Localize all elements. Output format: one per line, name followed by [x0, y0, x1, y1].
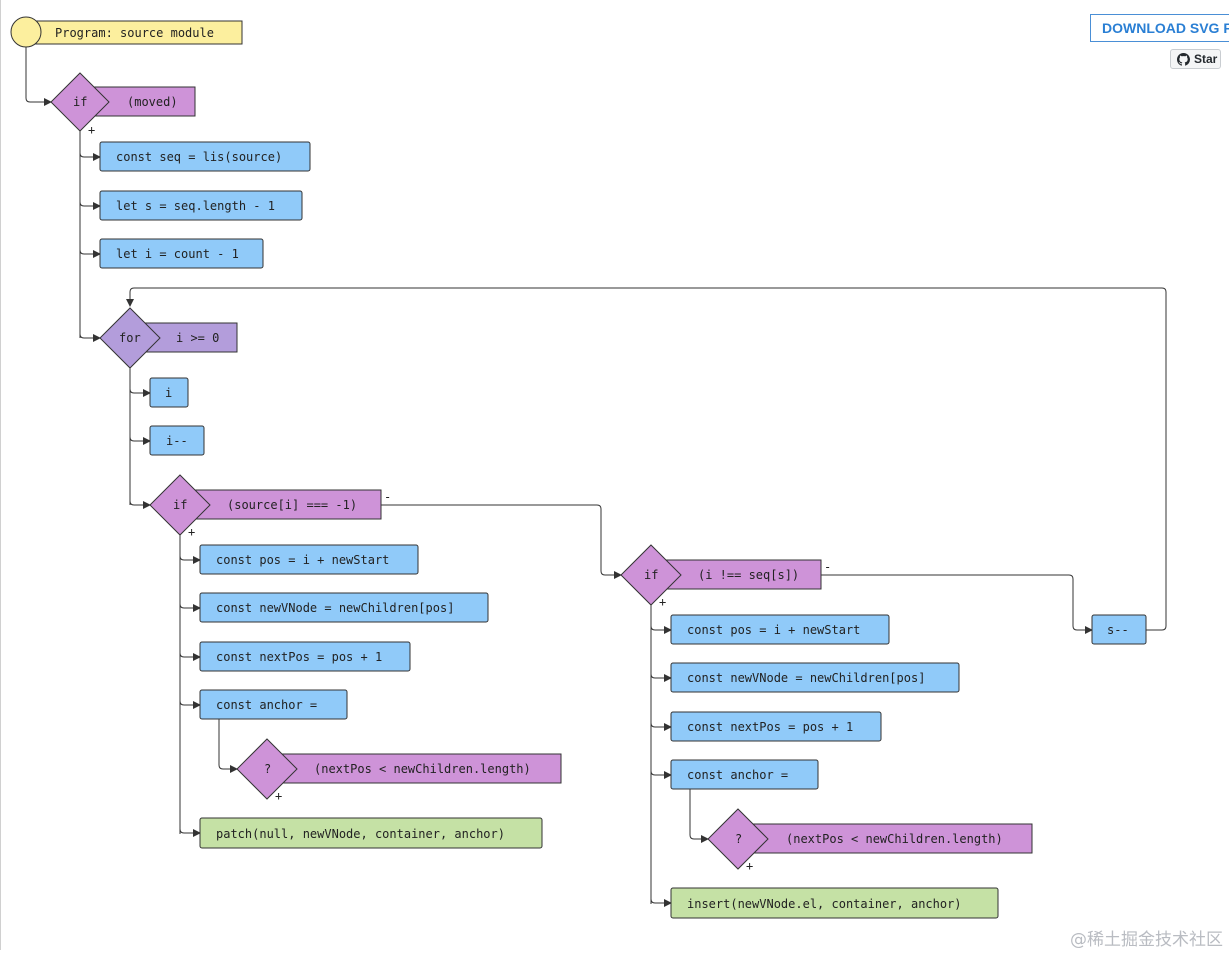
- right-insert-node: insert(newVNode.el, container, anchor): [670, 887, 999, 919]
- if-source-node: if (source[i] === -1) + -: [149, 474, 391, 539]
- right-newvnode-node: const newVNode = newChildren[pos]: [670, 662, 960, 693]
- left-newvnode-node: const newVNode = newChildren[pos]: [199, 592, 489, 623]
- if-moved-yes-sign: +: [88, 123, 95, 137]
- svg-text:-: -: [824, 560, 831, 574]
- stmt-s-node: let s = seq.length - 1: [99, 190, 303, 221]
- left-nextpos-node: const nextPos = pos + 1: [199, 641, 411, 672]
- svg-text:+: +: [188, 525, 195, 539]
- left-pos-node: const pos = i + newStart: [199, 544, 419, 575]
- connector-s: [79, 201, 101, 210]
- left-ternary-node: ? (nextPos < newChildren.length) +: [236, 738, 562, 803]
- github-star-button[interactable]: Star: [1170, 49, 1221, 69]
- svg-text:+: +: [275, 789, 282, 803]
- if-keyword: if: [73, 95, 87, 109]
- svg-text:const newVNode = newChildren[p: const newVNode = newChildren[pos]: [687, 671, 925, 685]
- right-nextpos-node: const nextPos = pos + 1: [670, 711, 882, 742]
- stmt-i-dec-node: i--: [149, 425, 205, 456]
- right-ternary-node: ? (nextPos < newChildren.length) +: [707, 808, 1033, 873]
- left-patch-node: patch(null, newVNode, container, anchor): [199, 817, 543, 849]
- stmt-i-node: let i = count - 1: [99, 238, 264, 269]
- if-seq-node: if (i !== seq[s]) + -: [620, 544, 831, 609]
- svg-text:?: ?: [264, 762, 271, 776]
- for-keyword: for: [119, 331, 141, 345]
- svg-text:const anchor =: const anchor =: [687, 768, 788, 782]
- svg-text:const pos = i + newStart: const pos = i + newStart: [216, 553, 389, 567]
- svg-text:let i = count - 1: let i = count - 1: [116, 247, 239, 261]
- connector-for: [79, 333, 101, 342]
- github-icon: [1177, 52, 1190, 66]
- svg-text:(nextPos < newChildren.length): (nextPos < newChildren.length): [314, 762, 531, 776]
- svg-text:let s = seq.length - 1: let s = seq.length - 1: [116, 199, 275, 213]
- svg-text:?: ?: [735, 832, 742, 846]
- svg-text:const anchor =: const anchor =: [216, 698, 317, 712]
- connector-seq: [79, 152, 101, 161]
- svg-text:const seq = lis(source): const seq = lis(source): [116, 150, 282, 164]
- svg-text:+: +: [746, 859, 753, 873]
- connector-loop-back: [126, 287, 1167, 631]
- svg-text:i--: i--: [166, 434, 188, 448]
- svg-text:+: +: [659, 595, 666, 609]
- connector-i-dec: [129, 436, 151, 445]
- start-node: Program: source module: [10, 16, 243, 48]
- svg-text:patch(null, newVNode, containe: patch(null, newVNode, container, anchor): [216, 827, 505, 841]
- connector-i: [79, 249, 101, 258]
- svg-text:(i !== seq[s]): (i !== seq[s]): [698, 568, 799, 582]
- connector-source-no: [381, 504, 622, 579]
- connector-if-source: [129, 500, 151, 509]
- svg-text:(source[i] === -1): (source[i] === -1): [227, 498, 357, 512]
- svg-text:s--: s--: [1107, 623, 1129, 637]
- for-loop-node: for i >= 0: [99, 307, 238, 369]
- svg-text:const pos = i + newStart: const pos = i + newStart: [687, 623, 860, 637]
- svg-text:if: if: [644, 568, 658, 582]
- svg-text:const nextPos = pos + 1: const nextPos = pos + 1: [216, 650, 382, 664]
- svg-text:const nextPos = pos + 1: const nextPos = pos + 1: [687, 720, 853, 734]
- start-label: Program: source module: [55, 26, 214, 40]
- connectors: [25, 46, 1167, 907]
- svg-text:const newVNode = newChildren[p: const newVNode = newChildren[pos]: [216, 601, 454, 615]
- right-pos-node: const pos = i + newStart: [670, 614, 890, 645]
- stmt-i-plain-node: i: [149, 377, 189, 408]
- connector-start-if: [25, 46, 52, 106]
- svg-text:i: i: [165, 386, 172, 400]
- svg-text:insert(newVNode.el, container,: insert(newVNode.el, container, anchor): [687, 897, 962, 911]
- if-moved-condition: (moved): [127, 95, 178, 109]
- star-label: Star: [1194, 52, 1218, 66]
- svg-text:-: -: [384, 490, 391, 504]
- for-condition: i >= 0: [176, 331, 219, 345]
- left-border: [0, 0, 1, 950]
- connector-seq-no: [821, 574, 1093, 634]
- stmt-seq-node: const seq = lis(source): [99, 141, 311, 172]
- svg-text:if: if: [173, 498, 187, 512]
- watermark: @稀土掘金技术社区: [1070, 930, 1223, 950]
- download-svg-button[interactable]: DOWNLOAD SVG FILE: [1090, 14, 1229, 42]
- stmt-s-dec-node: s--: [1091, 614, 1147, 645]
- connector-i-plain: [129, 388, 151, 397]
- left-anchor-node: const anchor =: [199, 689, 348, 720]
- right-anchor-node: const anchor =: [670, 759, 819, 790]
- if-moved-node: if (moved) +: [50, 72, 196, 137]
- svg-text:(nextPos < newChildren.length): (nextPos < newChildren.length): [786, 832, 1003, 846]
